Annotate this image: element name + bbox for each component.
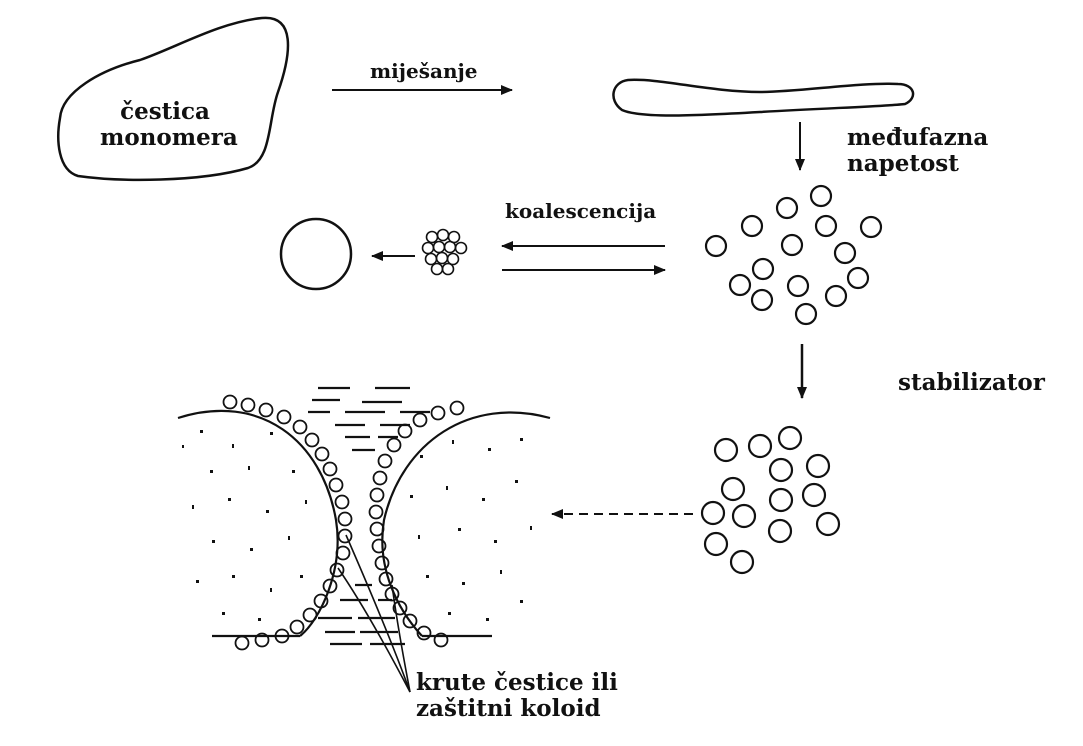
droplet <box>861 217 881 237</box>
droplet-detail <box>178 388 550 692</box>
stabilizer-label: stabilizator <box>898 370 1045 396</box>
monomer-droplet-label-line2: monomera <box>100 125 230 151</box>
left-droplet-boundary <box>178 411 338 636</box>
interfacial-tension-label-line1: međufazna <box>847 125 988 151</box>
mixing-label: miješanje <box>370 60 477 83</box>
droplet-cluster <box>423 230 467 275</box>
droplet <box>826 286 846 306</box>
droplet <box>753 259 773 279</box>
solid-particles-label: krute čestice ili zaštitni koloid <box>416 670 618 723</box>
coalescence-label: koalescencija <box>505 200 656 223</box>
droplet <box>752 290 772 310</box>
droplet <box>811 186 831 206</box>
droplet <box>777 198 797 218</box>
droplet <box>730 275 750 295</box>
droplet <box>835 243 855 263</box>
droplet <box>782 235 802 255</box>
stabilized-droplets <box>702 427 839 573</box>
large-droplet <box>281 219 351 289</box>
solid-particles-label-line1: krute čestice ili <box>416 670 618 696</box>
droplet <box>706 236 726 256</box>
elongated-droplet-shape <box>613 80 913 116</box>
right-droplet-boundary <box>382 412 550 636</box>
interfacial-tension-label: međufazna napetost <box>847 125 988 178</box>
monomer-droplet-label-line1: čestica <box>100 99 230 125</box>
droplet <box>742 216 762 236</box>
droplet <box>796 304 816 324</box>
droplet <box>848 268 868 288</box>
solid-particles-label-line2: zaštitni koloid <box>416 696 618 722</box>
dispersed-droplets <box>706 186 881 324</box>
monomer-droplet-label: čestica monomera <box>100 99 230 152</box>
droplet <box>816 216 836 236</box>
droplet <box>788 276 808 296</box>
interfacial-tension-label-line2: napetost <box>847 151 988 177</box>
